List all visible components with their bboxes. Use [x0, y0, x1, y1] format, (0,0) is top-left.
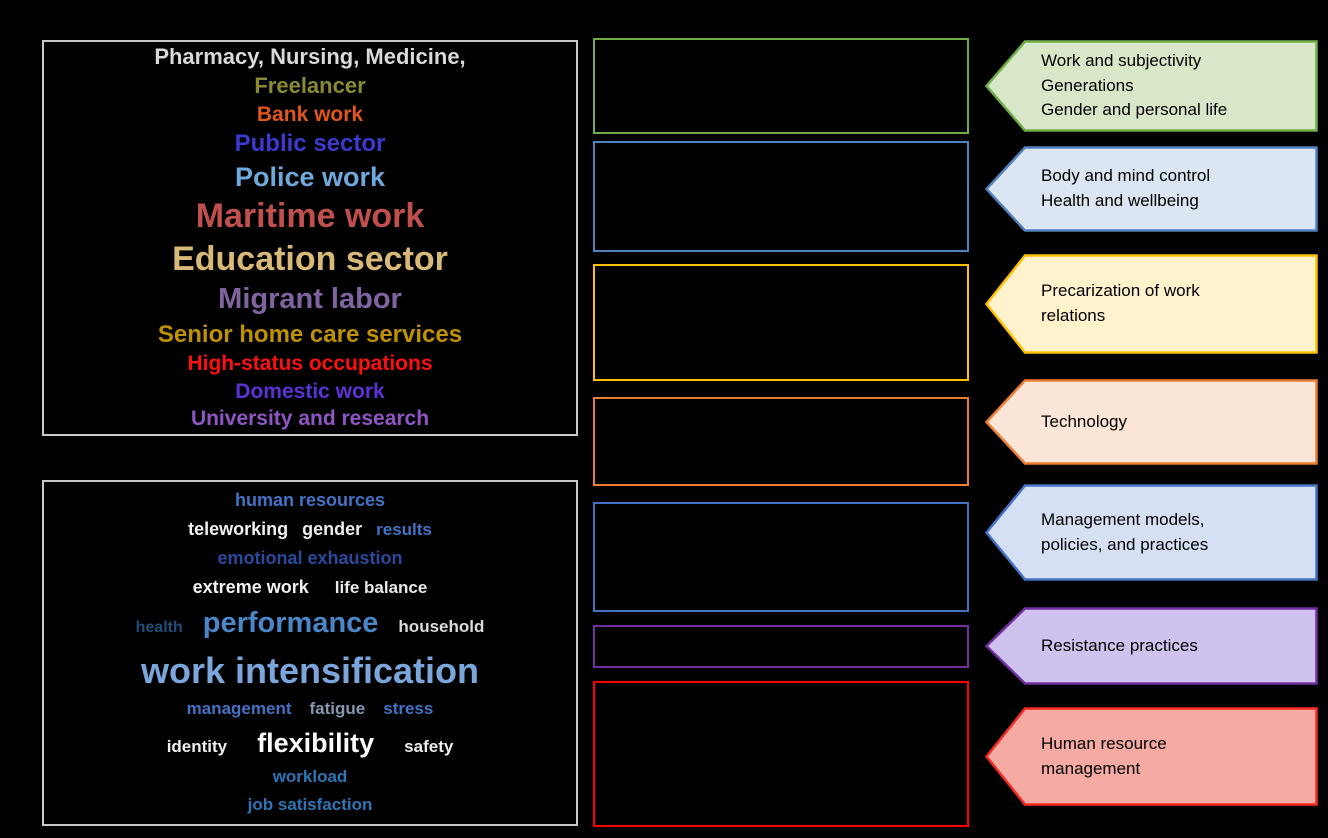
arrow-shape: [984, 254, 1318, 354]
arrow-shape: [984, 146, 1318, 232]
keyword-word: gender: [302, 519, 363, 540]
theme-box: [593, 141, 969, 252]
cloud-line: Bank work: [257, 102, 363, 128]
sector-word: Freelancer: [254, 72, 366, 98]
keyword-word: life balance: [334, 578, 428, 598]
keyword-word: job satisfaction: [247, 794, 373, 814]
keyword-word: management: [186, 699, 292, 719]
keyword-word: teleworking: [188, 519, 289, 540]
arrow-label-line: relations: [1041, 306, 1106, 325]
arrow-label-line: Work and subjectivity: [1041, 51, 1202, 71]
cloud-line: workload: [273, 767, 348, 788]
cloud-line: Senior home care services: [158, 320, 462, 349]
cloud-line: work intensification: [141, 649, 479, 693]
keyword-word: emotional exhaustion: [217, 548, 403, 569]
sector-word: Domestic work: [235, 379, 385, 403]
theme-box: [593, 625, 969, 668]
cloud-line: Public sector: [235, 129, 386, 158]
arrow-label-line: Technology: [1041, 411, 1128, 431]
sector-word: University and research: [190, 407, 430, 431]
cloud-line: Police work: [235, 161, 385, 194]
theme-box: [593, 502, 969, 612]
cloud-line: extreme work life balance: [193, 577, 428, 599]
cloud-line: University and research: [191, 406, 429, 432]
keyword-word: fatigue: [309, 699, 366, 719]
arrow-label-line: Gender and personal life: [1041, 100, 1228, 120]
theme-arrow: Technology: [984, 379, 1318, 465]
cloud-line: Pharmacy, Nursing, Medicine,: [154, 44, 465, 71]
cloud-line: emotional exhaustion: [217, 548, 402, 570]
sector-word: Bank work: [256, 102, 364, 126]
cloud-line: health performance household: [136, 606, 485, 641]
arrow-shape: [984, 484, 1318, 581]
arrow-shape: [984, 707, 1318, 806]
theme-arrow: Human resource management: [984, 707, 1318, 806]
arrow-label: Technology: [985, 379, 1318, 465]
sector-word: Migrant labor: [218, 283, 402, 316]
theme-arrow: Precarization of work relations: [984, 254, 1318, 354]
theme-arrow: Resistance practices: [984, 607, 1318, 685]
theme-box: [593, 38, 969, 134]
cloud-line: Domestic work: [235, 379, 384, 405]
cloud-line: Education sector: [172, 239, 448, 280]
sector-word: High-status occupations: [187, 352, 433, 376]
cloud-line: identity flexibility safety: [167, 727, 454, 760]
arrow-label: Resistance practices: [985, 607, 1318, 685]
cloud-line: management fatigue stress: [187, 699, 434, 720]
keyword-word: work intensification: [140, 649, 480, 691]
arrow-shape: [984, 607, 1318, 685]
cloud-line: High-status occupations: [187, 351, 432, 377]
arrow-label-line: Health and wellbeing: [1041, 191, 1199, 210]
arrow-shape: [984, 40, 1318, 132]
theme-box: [593, 397, 969, 486]
arrow-label: Precarization of work relations: [985, 254, 1318, 354]
keyword-word: household: [398, 617, 485, 637]
keyword-word-cloud: human resources teleworking gender results e…: [42, 480, 578, 826]
keyword-word: flexibility: [257, 728, 375, 759]
keyword-word: extreme work: [192, 577, 309, 598]
keyword-word: performance: [202, 607, 379, 640]
arrow-label-line: Human resource: [1041, 733, 1167, 753]
cloud-line: human resources: [235, 490, 385, 512]
arrow-label-line: Precarization of work: [1041, 281, 1200, 301]
keyword-word: identity: [166, 737, 228, 757]
sector-word: Senior home care services: [157, 320, 463, 348]
arrow-label: Human resource management: [985, 707, 1318, 806]
arrow-label-line: Generations: [1041, 75, 1134, 95]
arrow-label: Management models, policies, and practice…: [985, 484, 1318, 581]
sector-word: Police work: [234, 161, 386, 192]
theme-box: [593, 681, 969, 827]
arrow-shape: [984, 379, 1318, 465]
arrow-label-line: Management models,: [1041, 509, 1205, 529]
keyword-word: results: [376, 520, 432, 540]
arrow-label-line: policies, and practices: [1041, 534, 1209, 554]
sector-word: Public sector: [234, 130, 386, 158]
keyword-word: workload: [272, 767, 348, 787]
sector-word: Pharmacy, Nursing, Medicine,: [154, 44, 466, 70]
cloud-line: Freelancer: [254, 73, 365, 100]
theme-arrow: Management models, policies, and practice…: [984, 484, 1318, 581]
cloud-line: Maritime work: [196, 196, 425, 237]
sector-word: Maritime work: [195, 196, 425, 235]
theme-box: [593, 264, 969, 381]
keyword-word: human resources: [234, 490, 386, 511]
cloud-line: Migrant labor: [218, 282, 402, 317]
sector-word: Education sector: [172, 240, 448, 278]
arrow-label-line: management: [1041, 758, 1141, 778]
keyword-word: health: [135, 619, 183, 637]
arrow-label-line: Body and mind control: [1041, 166, 1211, 186]
cloud-line: teleworking gender results: [188, 519, 432, 541]
cloud-line: job satisfaction: [248, 795, 373, 816]
keyword-word: stress: [383, 699, 434, 719]
keyword-word: safety: [404, 737, 454, 757]
arrow-label-line: Resistance practices: [1041, 635, 1198, 655]
